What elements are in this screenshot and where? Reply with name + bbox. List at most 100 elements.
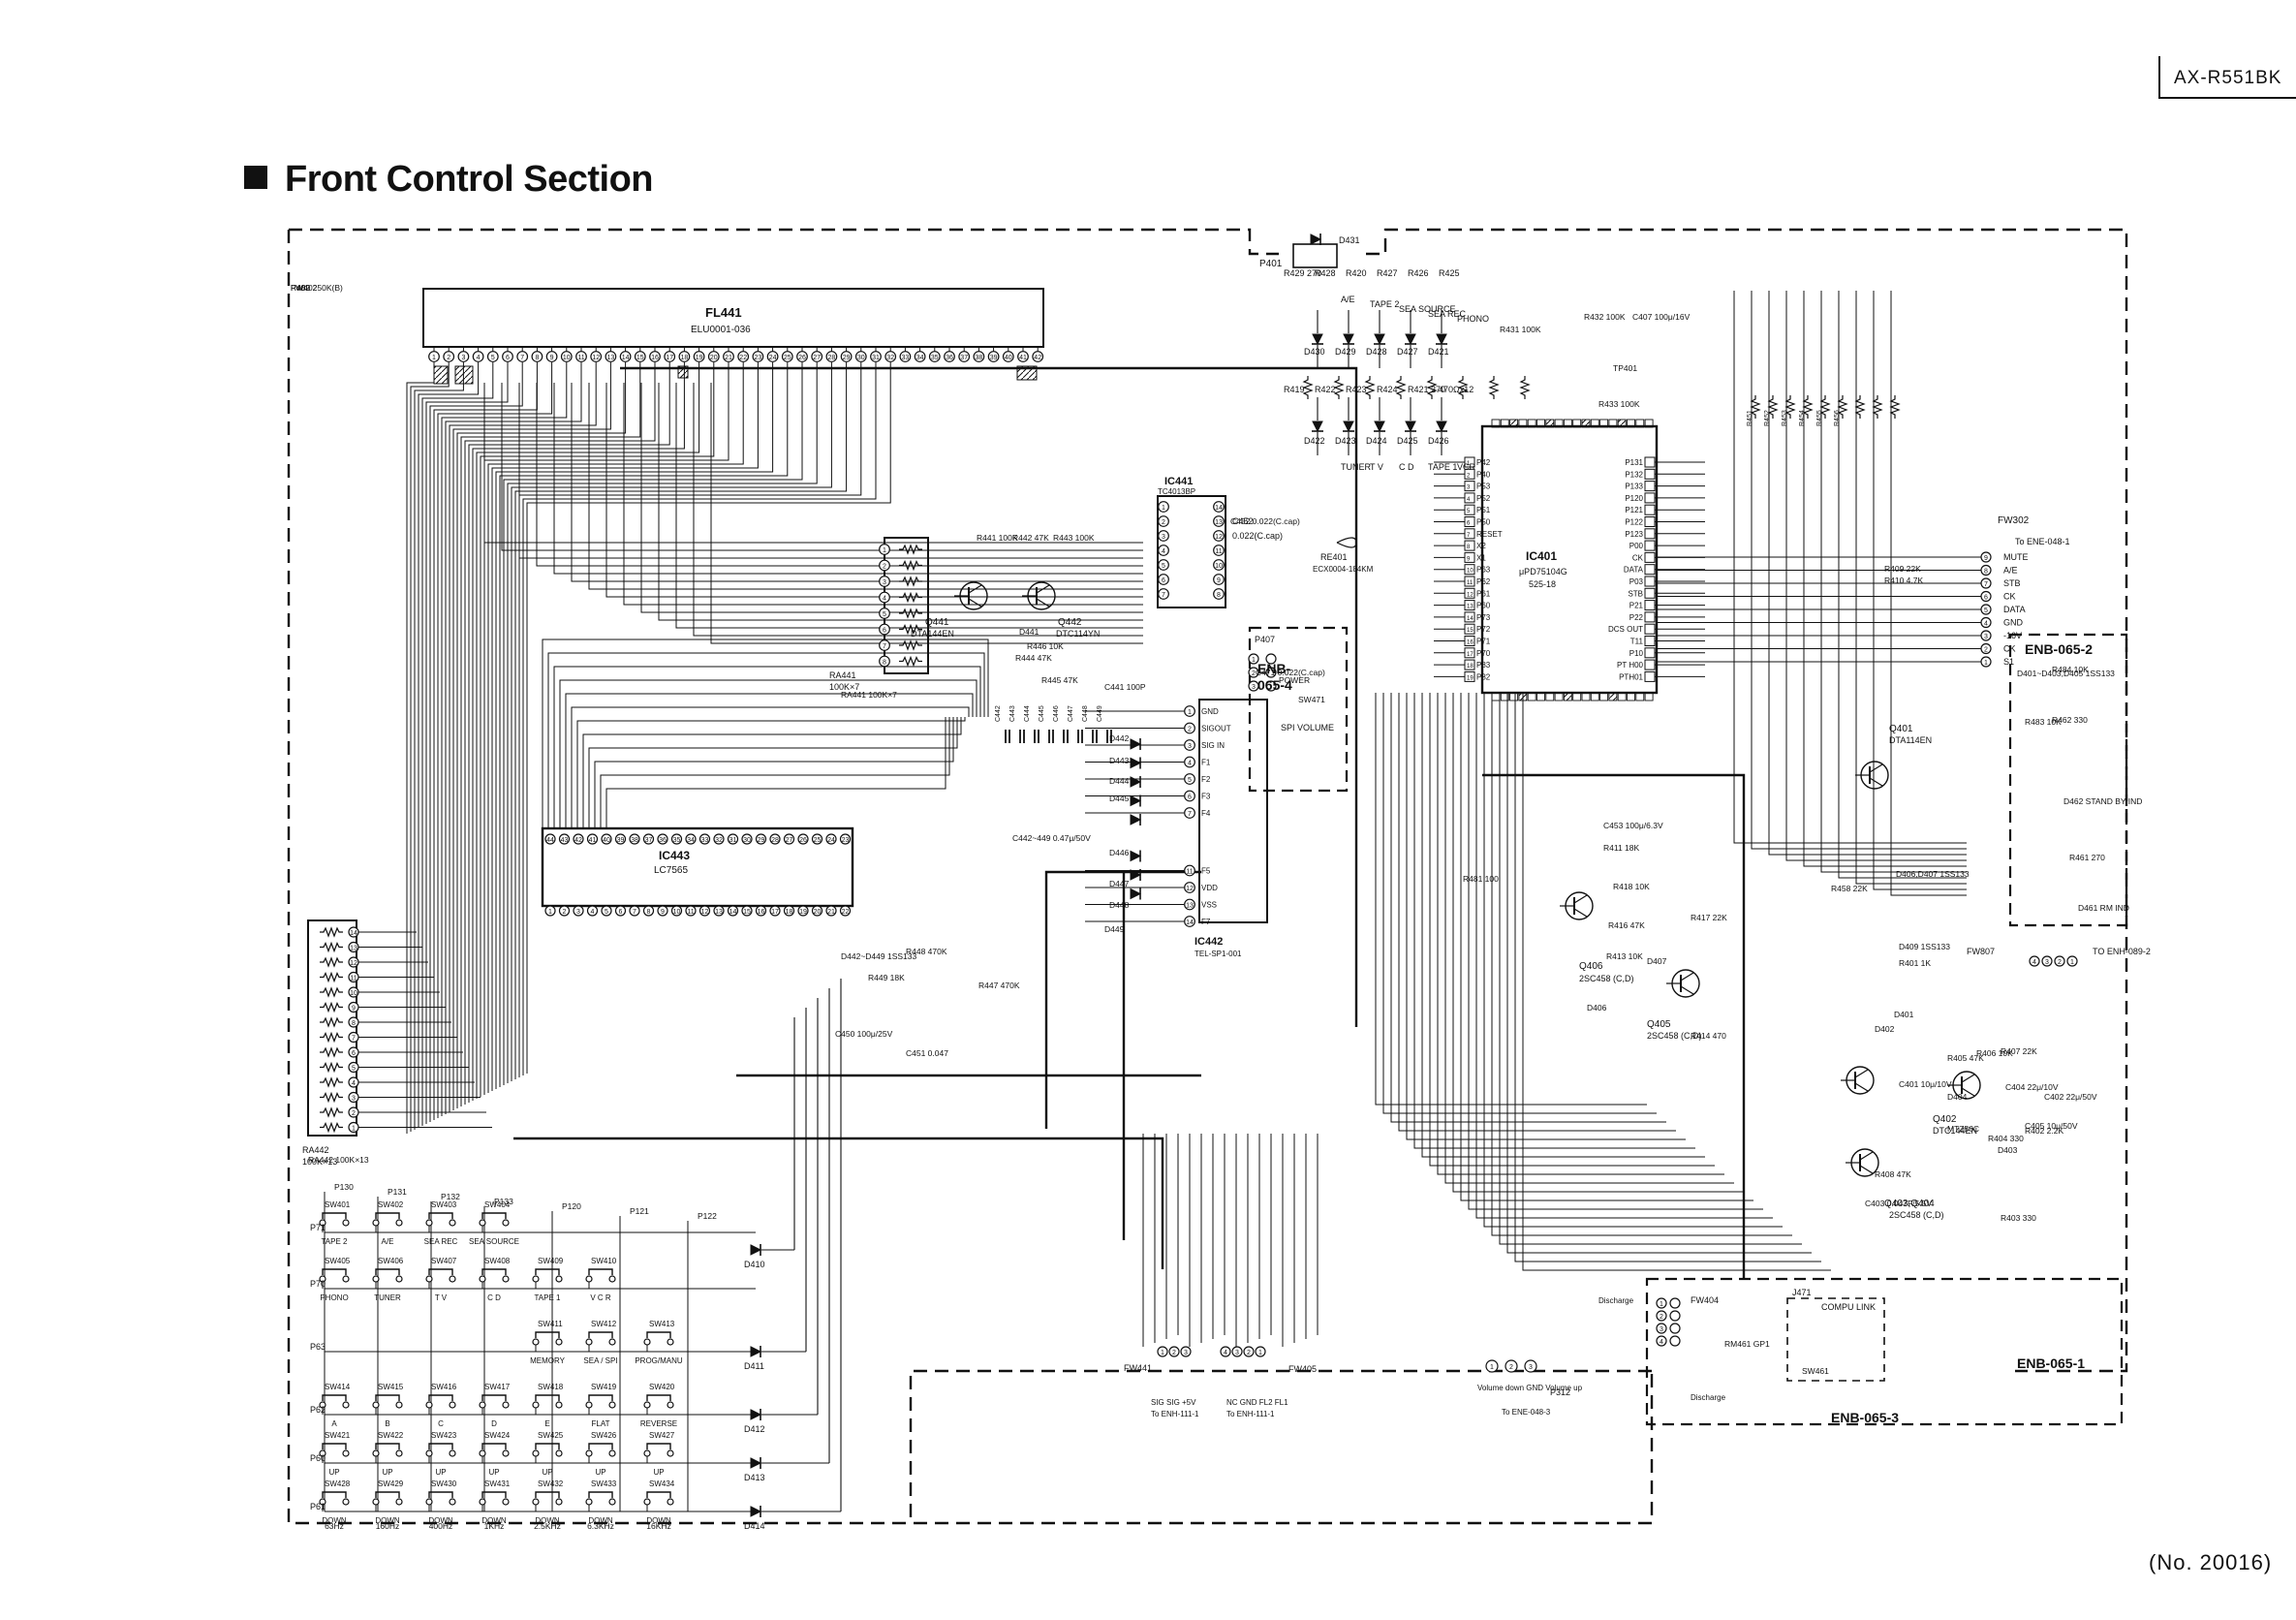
diode-triangle	[1130, 869, 1142, 881]
pin-label: 5	[352, 1066, 356, 1073]
switch-ref: SW406	[378, 1257, 404, 1265]
pin-label: 12	[1215, 534, 1223, 541]
fw807-pin	[2054, 955, 2065, 967]
led-ref-d429: D429	[1335, 347, 1356, 357]
q403-q404-ref: Q403,Q404	[1884, 1199, 1935, 1209]
pin-label: 13	[607, 355, 615, 361]
d431-label: D431	[1339, 235, 1360, 245]
pin-label: 15	[743, 909, 751, 916]
switch-ref: SW432	[538, 1480, 564, 1488]
fw302-pin-label: -16V	[2003, 631, 2022, 640]
pin-label: 24	[769, 355, 777, 361]
part-label: D462 STAND BY IND	[2063, 796, 2142, 806]
ic401-pin-number: 7	[1467, 533, 1471, 539]
fw302-destination: To ENE-048-1	[2015, 537, 2070, 546]
led-function-label: C D	[1399, 462, 1414, 472]
fl441-pin	[958, 351, 971, 362]
part-label: D442~D449 1SS133	[841, 951, 916, 961]
switch-contact	[502, 1275, 510, 1283]
fl441-trace	[441, 362, 568, 1116]
led-ref-d425: D425	[1397, 436, 1418, 446]
ic441-pin-right	[1213, 588, 1225, 600]
ic401-pin-box	[1464, 659, 1475, 670]
part-label: C452 0.022(C.cap)	[1230, 516, 1300, 526]
ic442-input-diode-icon	[1130, 738, 1142, 750]
matrix-d410-icon	[750, 1244, 762, 1256]
ic401-top-pin	[1608, 419, 1618, 428]
switch-icon	[322, 1443, 347, 1449]
ra441-pin	[879, 639, 890, 651]
ic442-input-diode-icon	[1130, 757, 1142, 769]
switch-ref: SW409	[538, 1257, 564, 1265]
fl441-pin	[811, 351, 823, 362]
ic441-body	[1157, 495, 1226, 608]
ic401-top-pin	[1509, 419, 1519, 428]
switch-icon	[481, 1394, 507, 1401]
ic401-bottom-pin	[1644, 692, 1654, 701]
ic401-pin-number: 18	[1467, 664, 1474, 670]
right-bus-trace	[1785, 291, 1967, 861]
top-resistor-label: 470Ωx12	[1439, 385, 1474, 394]
ic443-bottom-pin	[839, 905, 852, 917]
ic443-fanout-trace	[600, 717, 950, 828]
ic401-pin-box	[1644, 659, 1656, 670]
diode-triangle	[1312, 421, 1323, 433]
part-label: C441 100P	[1104, 682, 1146, 692]
switch-icon	[588, 1443, 613, 1449]
scan-line-label: P122	[698, 1211, 717, 1221]
re401-encoder-icon	[1336, 537, 1357, 548]
part-label: D446	[1109, 848, 1130, 857]
switch-contact	[532, 1275, 540, 1283]
switch-function-label: TUNER	[374, 1293, 401, 1302]
ic401-bottom-pin	[1627, 692, 1635, 701]
part-label: D407	[1647, 956, 1667, 966]
p407-pin	[1248, 680, 1259, 692]
pin-label: 4	[1188, 761, 1192, 767]
interconnect-trace	[623, 383, 1143, 606]
pin-label: 2	[1247, 1350, 1251, 1356]
fw405-destination: To ENH-111-1	[1226, 1410, 1275, 1418]
scan-line-label: P132	[441, 1192, 460, 1201]
ic401-pin-number: 9	[1467, 556, 1471, 562]
ic442-input-diode-icon	[1130, 776, 1142, 788]
switch-icon	[646, 1491, 671, 1498]
fl441-pin	[723, 351, 734, 362]
main-board-outline-left	[287, 230, 1654, 1525]
fl441-pin	[678, 351, 691, 362]
switch-icon	[322, 1394, 347, 1401]
part-label: R413 10K	[1606, 951, 1643, 961]
matrix-diode-ref: D412	[744, 1424, 765, 1434]
part-label: D448	[1109, 900, 1130, 910]
capacitor-ref: C445	[1039, 705, 1045, 722]
ic401-left-pin-label: P60	[1476, 602, 1491, 610]
switch-contact	[425, 1498, 433, 1506]
fl441-pin	[428, 351, 440, 362]
ic443-top-pin	[839, 833, 852, 845]
ic442-pin	[1184, 790, 1195, 802]
pin-label: 9	[1217, 577, 1221, 584]
pin-label: 4	[477, 355, 481, 361]
pin-label: 3	[1984, 634, 1988, 640]
top-resistor-icon	[1302, 376, 1314, 399]
ic401-right-pin-label: STB	[1628, 589, 1643, 598]
right-bus-trace	[1873, 291, 1967, 890]
ic443-body	[541, 826, 854, 908]
pin-label: 3	[352, 1096, 356, 1103]
pin-label: 31	[729, 837, 737, 844]
pin-label: 18	[786, 909, 793, 916]
switch-ref: SW424	[484, 1431, 511, 1440]
switch-contact	[342, 1449, 350, 1457]
top-resistor-label: R424	[1377, 385, 1398, 394]
switch-ref: SW412	[591, 1320, 617, 1328]
pin-label: 2	[1984, 647, 1988, 654]
fl441-pin	[575, 351, 587, 362]
switch-icon	[428, 1394, 453, 1401]
q442-ref: Q442	[1058, 617, 1082, 628]
c452-value: 0.022(C.cap)	[1232, 531, 1283, 541]
part-label: R408 47K	[1875, 1169, 1911, 1179]
pin-label: 10	[563, 355, 571, 361]
diode-triangle	[750, 1244, 762, 1256]
ic401-pin-box	[1464, 600, 1475, 611]
fl441-pin	[752, 351, 764, 362]
eq-frequency-label: 1KHz	[484, 1521, 505, 1531]
